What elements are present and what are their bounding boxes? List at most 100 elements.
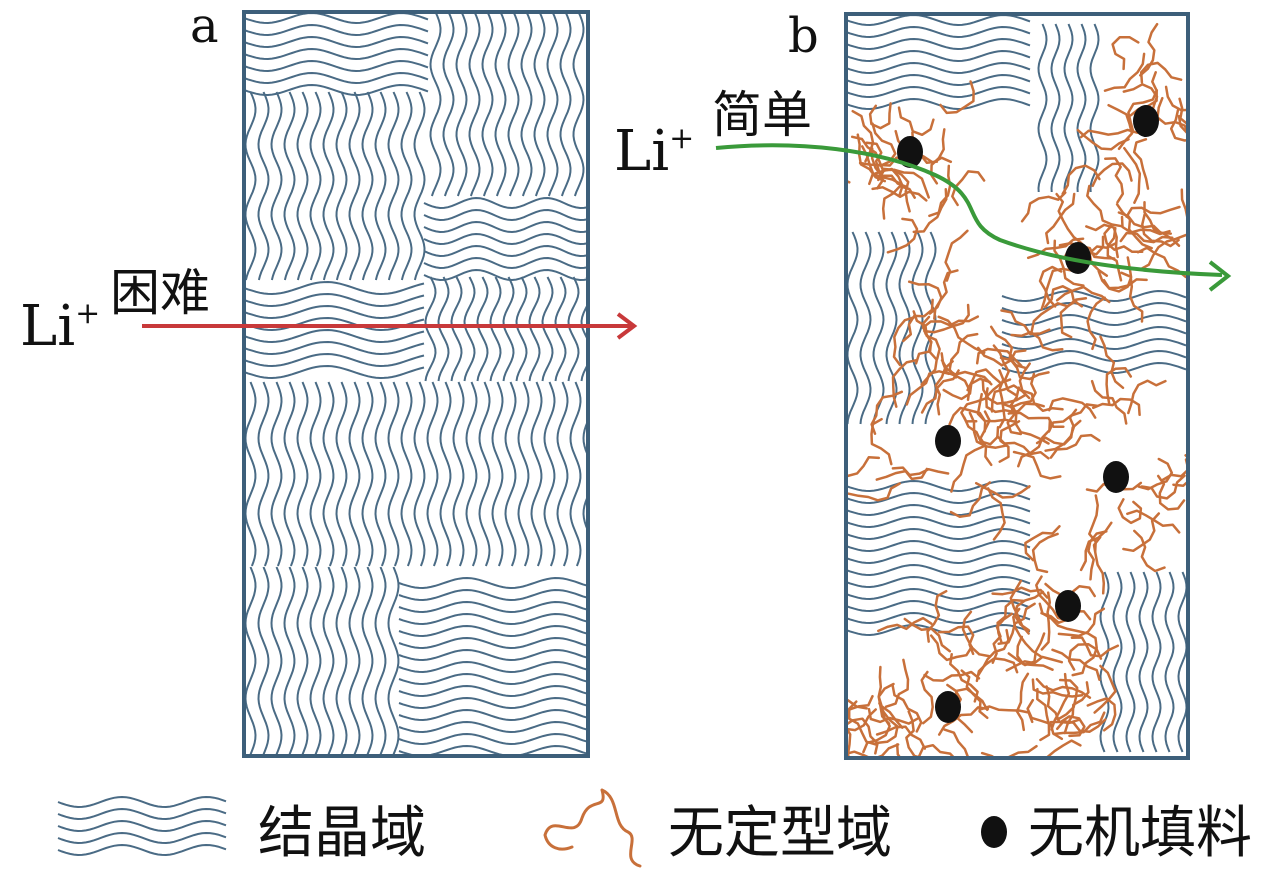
polymer-chain [1105, 366, 1133, 406]
lamella-line [423, 244, 588, 258]
amorphous-domain [846, 665, 919, 758]
lamella-line [465, 381, 478, 567]
polymer-chain [1177, 114, 1188, 142]
lamella-line [387, 91, 400, 281]
lamella-line [57, 819, 227, 833]
polymer-chain [1079, 128, 1139, 139]
lamella-line [1164, 571, 1175, 753]
polymer-chain [1059, 296, 1088, 339]
lamella-line [520, 12, 533, 197]
lamella-line [296, 91, 309, 281]
lamella-line [846, 491, 1031, 505]
polymer-chain [1139, 61, 1183, 84]
polymer-chain [1119, 231, 1174, 244]
crystalline-domain [846, 231, 937, 425]
lamella-line [244, 381, 257, 567]
inorganic-filler-dot [935, 691, 961, 723]
polymer-chain [1115, 203, 1153, 250]
lamella-line [335, 381, 348, 567]
crystalline-domain [423, 196, 588, 282]
lamella-line [283, 91, 296, 281]
polymer-chain [871, 186, 928, 202]
polymer-chain [1053, 239, 1085, 287]
polymer-chain [892, 315, 916, 367]
polymer-chain [1137, 457, 1174, 491]
amorphous-domain [846, 332, 1065, 541]
lamella-line [846, 599, 1031, 613]
polymer-chain [937, 625, 975, 656]
polymer-chain [1035, 677, 1092, 699]
polymer-chain [949, 481, 992, 519]
polymer-chain [846, 743, 900, 758]
lamella-line [244, 566, 257, 756]
lamella-line [361, 566, 374, 756]
lamella-line [361, 381, 374, 567]
polymer-chain [975, 347, 1023, 368]
polymer-chain [960, 387, 989, 423]
polymer-chain [1111, 36, 1140, 71]
polymer-chain [1123, 146, 1142, 204]
lamella-line [580, 276, 588, 382]
amorphous-domain [974, 335, 1188, 581]
polymer-chain [1127, 89, 1159, 134]
polymer-chain [984, 382, 1017, 414]
lamella-line [400, 381, 413, 567]
panel-a-arrowhead [616, 312, 638, 340]
polymer-chain [1092, 535, 1106, 595]
lamella-line [846, 73, 1031, 87]
polymer-chain [1076, 128, 1130, 151]
polymer-chain [1079, 521, 1113, 572]
polymer-chain [1063, 681, 1090, 735]
panel-a-ion: Li+ [20, 294, 100, 359]
polymer-chain [998, 420, 1021, 463]
polymer-chain [1127, 379, 1167, 415]
lamella-line [1037, 23, 1048, 193]
lamella-line [1063, 23, 1074, 193]
lamella-line [439, 381, 452, 567]
polymer-chain [1020, 191, 1067, 223]
lamella-line [424, 276, 437, 382]
lamella-line [423, 196, 588, 210]
polymer-chain [1010, 330, 1064, 352]
lamella-line [481, 12, 494, 197]
polymer-chain [1091, 397, 1141, 417]
polymer-chain [939, 80, 975, 115]
lamella-line [423, 256, 588, 270]
lamella-line [559, 12, 572, 197]
lamella-line [1125, 571, 1136, 753]
lamella-line [413, 91, 426, 281]
lamella-line [322, 566, 335, 756]
polymer-chain [1156, 96, 1188, 136]
polymer-chain [920, 332, 938, 386]
lamella-line [846, 61, 1031, 75]
polymer-chain [949, 652, 979, 703]
polymer-chain [1031, 678, 1084, 698]
lamella-line [244, 83, 429, 97]
lamella-line [387, 566, 400, 756]
lamella-line [442, 12, 455, 197]
panel-a-crystalline-domains [244, 12, 588, 756]
lamella-line [398, 708, 588, 722]
lamella-line [1001, 361, 1187, 375]
lamella-line [846, 575, 1031, 589]
crystalline-domain [244, 280, 425, 380]
polymer-chain [862, 706, 891, 754]
polymer-chain [1133, 529, 1166, 573]
polymer-chain [1088, 494, 1099, 553]
lamella-line [1001, 325, 1187, 339]
lamella-line [494, 12, 507, 197]
lamella-line [1076, 23, 1087, 193]
polymer-chain [1007, 402, 1064, 415]
lamella-line [1138, 571, 1149, 753]
polymer-chain [847, 482, 901, 502]
polymer-chain [926, 589, 948, 643]
crystalline-domain [244, 12, 429, 97]
inorganic-filler-dot [1103, 461, 1129, 493]
lamella-line [257, 91, 270, 281]
panel-b-ion-symbol: Li [614, 119, 669, 184]
lamella-line [478, 381, 491, 567]
panel-b-label: b [788, 8, 819, 64]
lamella-line [528, 276, 541, 382]
polymer-chain [1061, 164, 1101, 196]
polymer-chain [1017, 419, 1052, 468]
